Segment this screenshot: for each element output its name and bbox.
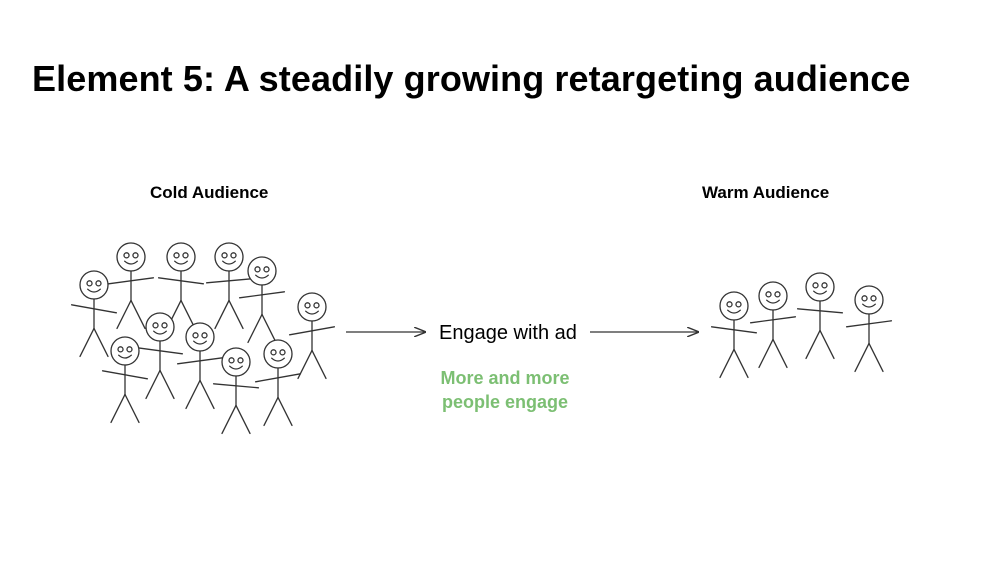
cold-audience-label: Cold Audience [150, 183, 269, 202]
stick-figure-icon [70, 270, 118, 358]
growth-note: More and more people engage [415, 366, 595, 414]
stick-figure-icon [845, 285, 893, 373]
stick-figure-icon [212, 347, 260, 435]
cold-audience-group [70, 242, 336, 435]
stick-figure-icon [176, 322, 224, 410]
stick-figure-icon [710, 291, 758, 379]
warm-audience-label: Warm Audience [702, 183, 830, 202]
stick-figure-icon [136, 312, 184, 400]
stick-figure-icon [749, 281, 797, 369]
warm-audience-group [710, 272, 893, 379]
stick-figure-icon [157, 242, 205, 330]
stick-figure-icon [254, 339, 302, 427]
stick-figure-icon [101, 336, 149, 424]
stick-figure-icon [288, 292, 336, 380]
stick-figure-icon [796, 272, 844, 360]
growth-note-line-1: More and more [440, 368, 570, 388]
growth-note-line-2: people engage [441, 392, 569, 412]
stick-figure-icon [238, 256, 286, 344]
engage-step-label: Engage with ad [439, 322, 577, 344]
page-title: Element 5: A steadily growing retargetin… [32, 58, 911, 99]
stick-figure-icon [107, 242, 155, 330]
stick-figure-icon [205, 242, 253, 330]
